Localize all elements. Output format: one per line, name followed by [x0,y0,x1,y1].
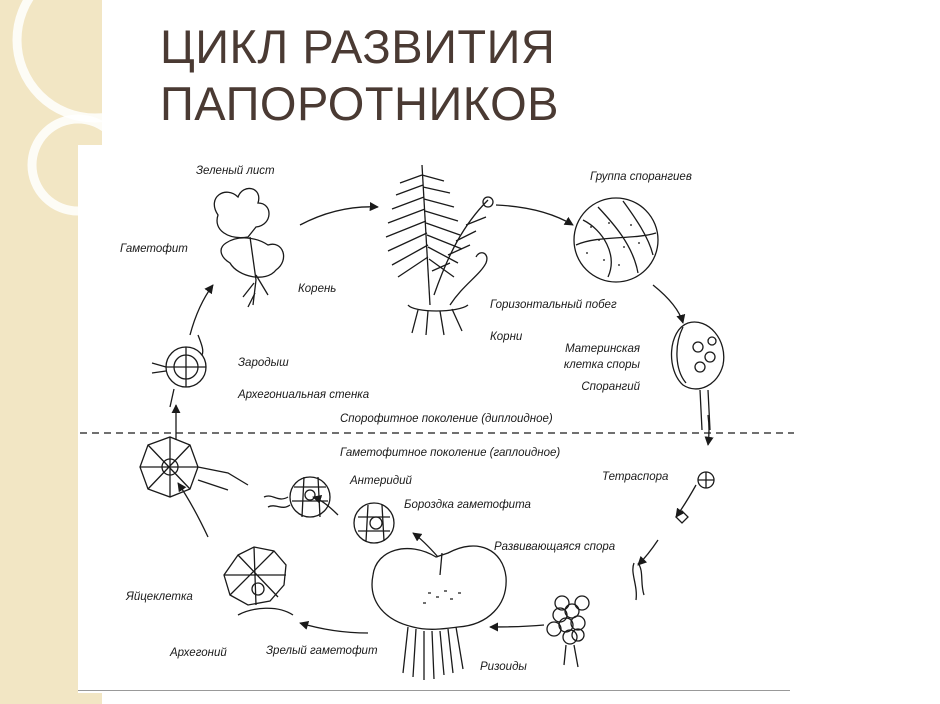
label-egg-cell: Яйцеклетка [126,591,193,603]
young-prothallus-drawing [546,595,590,668]
developing-spore-drawing [632,562,645,601]
arrow-prothallus-to-archegonium [299,621,369,634]
arrow-gametophyte-to-fern [299,202,379,226]
label-root: Корень [298,283,337,295]
label-developing-spore: Развивающаяся спора [494,541,616,553]
arrow-archegonium-to-fertilization [177,482,209,538]
mature-gametophyte-drawing [371,545,507,680]
label-tetraspore: Тетраспора [602,471,669,483]
arrow-spore-to-prothallus [489,622,545,632]
label-sporophyte-generation: Спорофитное поколение (диплоидное) [340,413,553,425]
label-rhizoids: Ризоиды [480,661,527,673]
label-embryo: Зародыш [238,357,289,369]
antheridium-drawing [289,476,331,518]
arrow-fern-to-sorus [495,204,574,226]
label-spore-mother-cell-2: клетка споры [563,359,640,371]
life-cycle-drawing [80,164,794,680]
archegonium-drawing [223,546,294,616]
antheridium-cluster-drawing [353,502,395,544]
sorus-group-drawing [573,197,659,283]
label-mature-gametophyte: Зрелый гаметофит [266,645,378,657]
label-archegonium: Архегоний [170,647,227,659]
label-gametophyte: Гаметофит [120,243,188,255]
embryo-drawing [151,334,207,408]
label-gametophyte-generation: Гаметофитное поколение (гаплоидное) [340,447,561,459]
single-spore-drawing [675,510,689,524]
label-gametophyte-groove: Бороздка гаметофита [404,499,531,511]
arrow-spore-to-developing [637,539,659,566]
fern-life-cycle-figure: Зеленый лист Гаметофит Корень Группа спо… [78,145,796,693]
arrow-prothallus-to-antheridium [412,532,439,558]
label-antheridium: Антеридий [350,475,412,487]
sperm-drawing [263,495,291,508]
label-horizontal-shoot: Горизонтальный побег [490,299,617,311]
sporangium-drawing [670,321,725,431]
figure-bottom-rule [78,690,790,691]
arrow-antheridium-to-sperm [312,494,339,516]
label-spore-mother-cell-1: Материнская [565,343,640,355]
fern-plant-drawing [385,164,494,336]
label-green-leaf: Зеленый лист [196,165,275,177]
title-line-1: ЦИКЛ РАЗВИТИЯ [160,20,556,73]
fertilization-drawing [139,436,249,498]
arrow-sporangium-to-tetraspore [704,414,714,446]
label-archegonial-wall: Архегониальная стенка [238,389,370,401]
young-sporophyte-drawing [213,187,285,308]
arrow-tetraspore-to-spore [675,484,697,518]
tetraspore-drawing [697,471,715,489]
label-roots: Корни [490,331,523,343]
arrow-embryo-to-gametophyte [189,284,214,336]
title-line-2: ПАПОРОТНИКОВ [160,77,560,130]
label-sorus-group: Группа спорангиев [590,171,692,183]
arrow-sorus-to-sporangium [652,284,686,324]
label-sporangium: Спорангий [581,381,640,393]
slide-title: ЦИКЛ РАЗВИТИЯ ПАПОРОТНИКОВ [160,18,559,132]
